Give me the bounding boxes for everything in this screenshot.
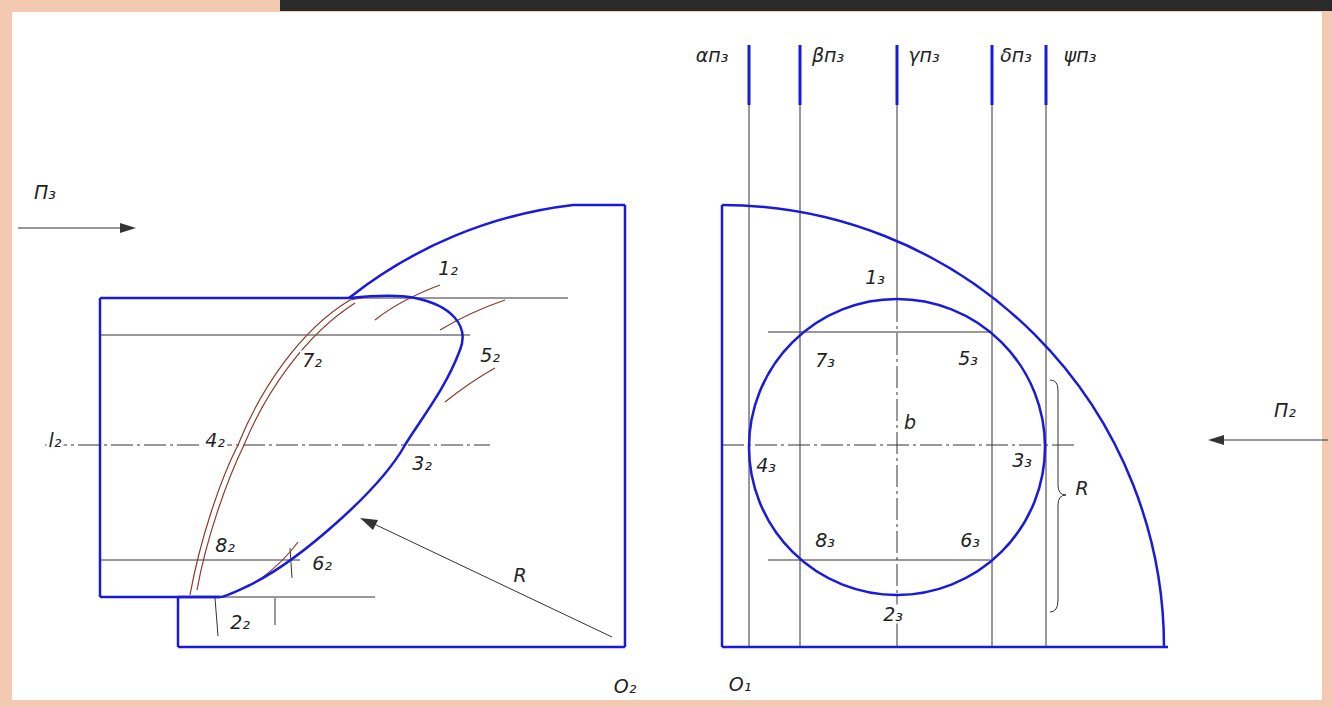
sheet [12,12,1322,700]
point-label: 8₃ [813,531,837,550]
point-label: 3₂ [410,454,434,473]
point-label: 3₃ [1010,451,1034,470]
point-label: O₂ [612,677,639,696]
construction-lines [100,298,568,636]
point-label: П₂ [1272,401,1298,420]
point-label: b [902,413,918,432]
point-label: αп₃ [694,46,731,65]
left-view-outline [100,205,625,647]
point-label: 4₃ [754,456,778,475]
point-label: 1₂ [436,259,460,278]
point-label: δп₃ [998,46,1034,65]
top-strip [280,0,1332,11]
plane-traces [749,45,1046,105]
point-label: 8₂ [213,536,237,555]
point-label: βп₃ [810,46,846,65]
point-label: l₂ [47,431,64,450]
point-label: 2₂ [228,613,252,632]
point-label: 5₂ [478,346,502,365]
point-label: 1₃ [863,268,887,287]
plane-lines [749,105,1046,647]
point-label: ψп₃ [1062,46,1099,65]
point-label: 4₂ [203,431,227,450]
point-label: γп₃ [906,46,941,65]
radius-bracket [1050,380,1066,612]
point-label: 6₂ [310,554,334,573]
construction-curves [190,285,505,595]
view-arrow [18,223,1328,445]
point-label: 6₃ [958,531,982,550]
point-label: 5₃ [956,349,980,368]
point-label: R [511,566,528,585]
point-label: 2₃ [881,605,905,624]
right-view-outline [722,205,1168,647]
point-label: 7₂ [300,351,324,370]
point-label: O₁ [727,675,754,694]
point-label: П₃ [32,183,58,202]
point-label: 7₃ [813,351,837,370]
point-label: R [1073,479,1090,498]
radius-leader [360,518,612,637]
